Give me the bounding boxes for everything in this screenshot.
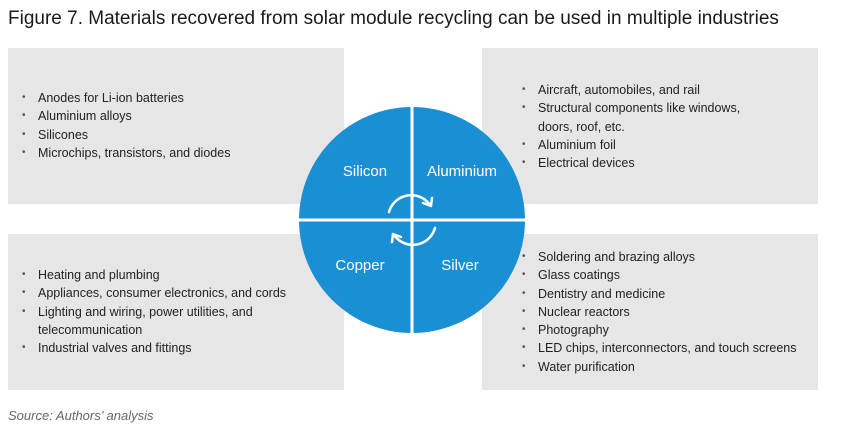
list-item: Dentistry and medicine [522, 285, 818, 304]
list-item-continuation: doors, roof, etc. [538, 119, 625, 134]
aluminium-uses-box: Aircraft, automobiles, and rail Structur… [482, 48, 818, 204]
list-item: Industrial valves and fittings [22, 339, 344, 358]
list-item: Aluminium foil [522, 136, 818, 155]
silver-uses-box: Soldering and brazing alloys Glass coati… [482, 234, 818, 390]
silver-uses-list: Soldering and brazing alloys Glass coati… [522, 248, 818, 376]
cycle-arrows-icon [387, 193, 437, 247]
list-item: Soldering and brazing alloys [522, 248, 818, 267]
source-note: Source: Authors’ analysis [8, 408, 154, 423]
list-item: Anodes for Li-ion batteries [22, 89, 344, 108]
quadrant-label-silver: Silver [441, 257, 479, 274]
quadrant-label-aluminium: Aluminium [427, 163, 497, 180]
silicon-uses-box: Anodes for Li-ion batteries Aluminium al… [8, 48, 344, 204]
list-item: Lighting and wiring, power utilities, an… [22, 303, 344, 322]
list-item: Nuclear reactors [522, 303, 818, 322]
quadrant-label-copper: Copper [335, 257, 384, 274]
list-item-continuation: telecommunication [38, 322, 143, 337]
list-item: Microchips, transistors, and diodes [22, 144, 344, 163]
list-item: Heating and plumbing [22, 266, 344, 285]
list-item: Aluminium alloys [22, 107, 344, 126]
list-item: LED chips, interconnectors, and touch sc… [522, 339, 818, 358]
list-item: Water purification [522, 358, 818, 377]
quadrant-label-silicon: Silicon [343, 163, 387, 180]
list-item: Glass coatings [522, 266, 818, 285]
list-item: Appliances, consumer electronics, and co… [22, 284, 344, 303]
list-item: Aircraft, automobiles, and rail [522, 81, 818, 100]
figure-title: Figure 7. Materials recovered from solar… [8, 8, 779, 29]
list-item: Structural components like windows, [522, 99, 818, 118]
copper-uses-list: Heating and plumbing Appliances, consume… [22, 266, 344, 358]
aluminium-uses-list: Aircraft, automobiles, and rail Structur… [522, 81, 818, 173]
materials-circle-diagram: Silicon Aluminium Copper Silver [296, 104, 528, 336]
list-item: Silicones [22, 126, 344, 145]
copper-uses-box: Heating and plumbing Appliances, consume… [8, 234, 344, 390]
silicon-uses-list: Anodes for Li-ion batteries Aluminium al… [22, 89, 344, 162]
list-item: Photography [522, 321, 818, 340]
list-item: Electrical devices [522, 154, 818, 173]
